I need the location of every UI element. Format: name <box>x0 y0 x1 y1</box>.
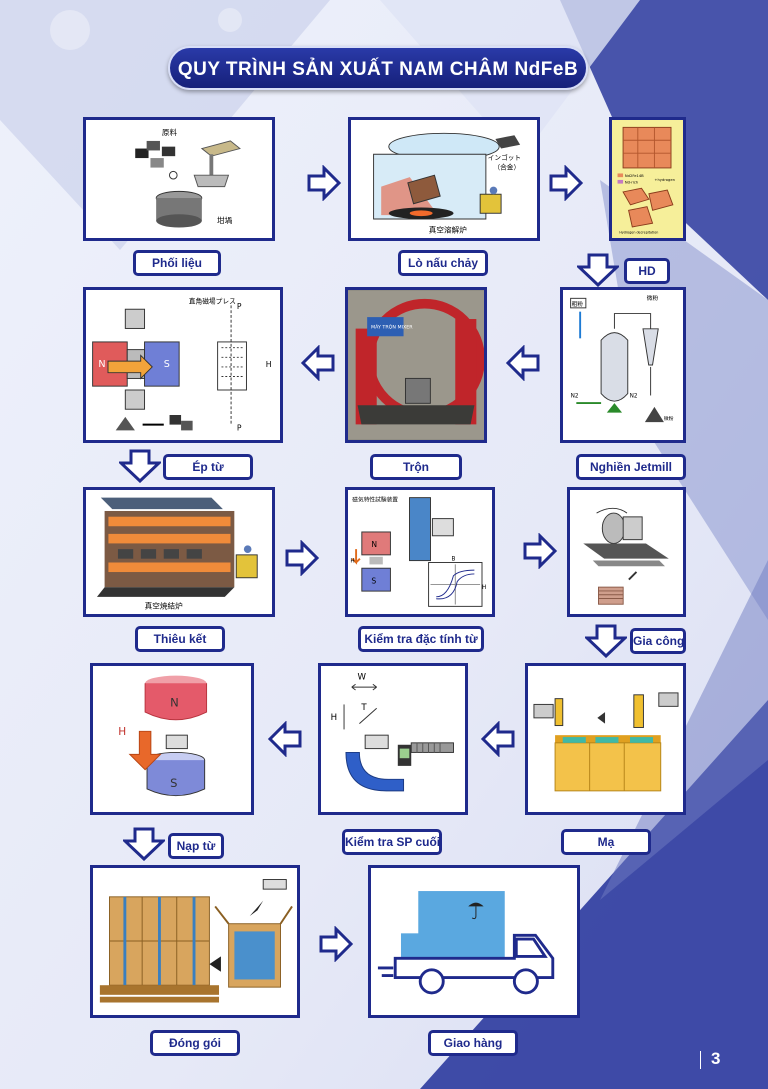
fine-powder-text-top: 微粉 <box>647 294 659 302</box>
step-image-kiem-tra-sp-cuoi: W H T <box>318 663 468 815</box>
press-p-top: P <box>237 302 242 311</box>
raw-material-text: 原料 <box>162 127 178 137</box>
step-label-gia-cong: Gia công <box>630 628 686 654</box>
test-h-right: H <box>482 585 486 591</box>
step-label-ep-tu: Ép từ <box>163 454 253 480</box>
sintering-furnace-illustration: 真空焼結炉 <box>96 497 258 610</box>
magnetizing-illustration: N S H <box>118 675 208 797</box>
hd-legend-2: Nd-rich <box>625 181 639 185</box>
magnetic-test-illustration: 磁気特性試験装置 N S H B H <box>350 495 486 607</box>
mixer-photo: MÁY TRỘN MIXER <box>348 290 484 440</box>
step-image-lo-nau-chay: インゴット （合金） 真空溶解炉 <box>348 117 540 241</box>
measure-h: H <box>331 713 338 723</box>
crucible-text: 坩堝 <box>217 215 233 225</box>
hd-legend-1: Nd2Fe14B <box>625 174 644 178</box>
arrow-down-icon <box>119 449 161 483</box>
hd-hydrogen: +hydrogen <box>654 178 675 182</box>
step-label-lo-nau-chay: Lò nấu chảy <box>398 250 488 276</box>
arrow-right-icon <box>549 165 584 201</box>
magnetize-s: S <box>170 776 177 790</box>
arrow-right-icon <box>319 926 354 962</box>
press-h: H <box>266 360 272 369</box>
arrow-left-icon <box>505 345 540 381</box>
arrow-right-icon <box>523 533 558 569</box>
magnetic-test-text: 磁気特性試験装置 <box>352 495 398 503</box>
step-image-tron: MÁY TRỘN MIXER <box>345 287 487 443</box>
press-s: S <box>164 359 170 370</box>
arrow-down-icon <box>585 624 627 658</box>
arrow-left-icon <box>300 345 335 381</box>
page-number-value: 3 <box>711 1049 721 1068</box>
press-text: 直角磁場プレス <box>189 296 236 305</box>
press-n: N <box>98 359 105 370</box>
step-image-dong-goi <box>90 865 300 1018</box>
packaging-illustration <box>99 879 293 1003</box>
step-image-nap-tu: N S H <box>90 663 254 815</box>
coarse-powder-text: 粗粉 <box>572 300 584 308</box>
plating-illustration <box>533 692 679 792</box>
arrow-down-icon <box>123 827 165 861</box>
step-image-phoi-lieu: 原料 坩堝 <box>83 117 275 241</box>
arrow-left-icon <box>267 721 302 757</box>
n2-text-left: N2 <box>571 393 579 399</box>
raw-material-illustration: 原料 坩堝 <box>135 127 241 228</box>
test-b: B <box>451 557 455 563</box>
alloy-text: （合金） <box>493 162 520 171</box>
step-label-dong-goi: Đóng gói <box>150 1030 240 1056</box>
page-number: 3 <box>700 1046 740 1072</box>
step-image-nghien-jetmill: 粗粉 微粉 微粉 N2 N2 <box>560 287 686 443</box>
step-image-gia-cong <box>567 487 686 617</box>
hd-decrepitation: Hydrogen decrepitation <box>619 230 658 234</box>
step-image-giao-hang <box>368 865 580 1018</box>
page-number-divider <box>700 1050 701 1069</box>
magnetize-n: N <box>170 695 179 709</box>
mixer-sign: MÁY TRỘN MIXER <box>371 324 413 331</box>
magnetic-press-illustration: 直角磁場プレス N S P P H <box>92 296 272 432</box>
step-image-hd: Nd2Fe14B Nd-rich +hydrogen Hydrogen decr… <box>609 117 686 241</box>
vacuum-sintering-text: 真空焼結炉 <box>145 600 184 610</box>
magnetize-h: H <box>118 726 126 738</box>
n2-text-right: N2 <box>630 393 638 399</box>
micrometer-illustration: W H T <box>331 672 454 792</box>
fine-powder-text-bottom: 微粉 <box>664 415 674 422</box>
step-label-thieu-ket: Thiêu kết <box>135 626 225 652</box>
arrow-down-icon <box>577 253 619 287</box>
step-image-thieu-ket: 真空焼結炉 <box>83 487 275 617</box>
step-label-ma: Mạ <box>561 829 651 855</box>
step-label-kiem-tra-dac-tinh-tu: Kiểm tra đặc tính từ <box>358 626 484 652</box>
measure-w: W <box>357 672 366 682</box>
test-h-left: H <box>350 558 354 564</box>
step-label-nap-tu: Nạp từ <box>168 833 224 859</box>
step-label-hd: HD <box>624 258 670 284</box>
test-n: N <box>371 540 377 549</box>
machining-illustration <box>583 507 669 605</box>
delivery-truck-illustration <box>377 891 555 995</box>
melting-furnace-illustration: インゴット （合金） 真空溶解炉 <box>373 132 521 234</box>
measure-t: T <box>360 703 367 713</box>
hydrogen-decrepitation-illustration: Nd2Fe14B Nd-rich +hydrogen Hydrogen decr… <box>617 126 676 234</box>
jetmill-illustration: 粗粉 微粉 微粉 N2 N2 <box>570 294 674 422</box>
arrow-right-icon <box>307 165 342 201</box>
press-p-bottom: P <box>237 423 242 432</box>
page-title: QUY TRÌNH SẢN XUẤT NAM CHÂM NdFeB <box>168 46 588 90</box>
step-label-phoi-lieu: Phối liệu <box>133 250 221 276</box>
test-s: S <box>371 576 376 585</box>
arrow-left-icon <box>480 721 515 757</box>
vacuum-melting-text: 真空溶解炉 <box>429 224 467 234</box>
arrow-right-icon <box>285 540 320 576</box>
ingot-text: インゴット <box>488 153 521 162</box>
step-label-tron: Trộn <box>370 454 462 480</box>
step-image-kiem-tra-dac-tinh-tu: 磁気特性試験装置 N S H B H <box>345 487 495 617</box>
step-image-ep-tu: 直角磁場プレス N S P P H <box>83 287 283 443</box>
step-label-giao-hang: Giao hàng <box>428 1030 518 1056</box>
step-image-ma <box>525 663 686 815</box>
step-label-nghien-jetmill: Nghiền Jetmill <box>576 454 686 480</box>
step-label-kiem-tra-sp-cuoi: Kiểm tra SP cuối <box>342 829 442 855</box>
